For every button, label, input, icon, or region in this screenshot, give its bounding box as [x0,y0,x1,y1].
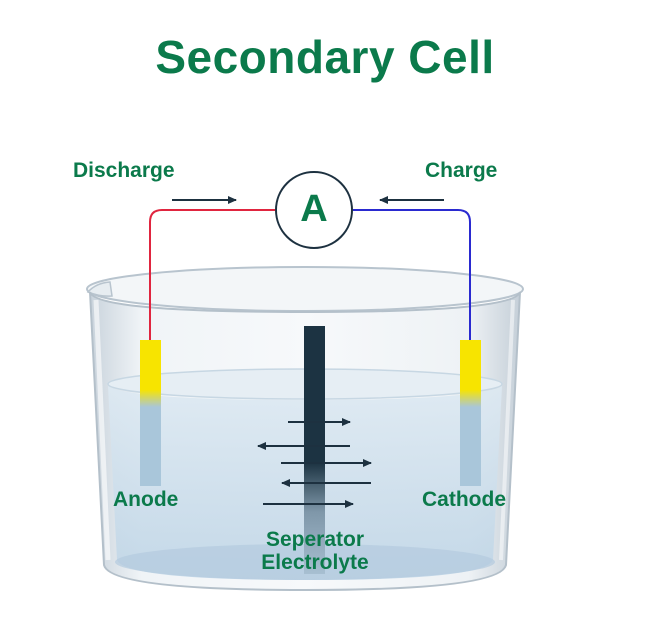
ion-arrows [257,418,372,508]
glass-highlight-right [499,299,515,561]
beaker-spout [86,281,113,297]
cathode-label: Cathode [422,488,506,511]
charge-label: Charge [425,159,498,182]
electrolyte-label: Electrolyte [261,551,369,574]
cathode-electrode [460,340,481,486]
separator-plate [304,326,325,574]
glass-highlight-left [93,299,111,561]
anode-electrode [140,340,161,486]
beaker-rim [86,266,524,312]
separator-label: Seperator [265,528,365,551]
discharge-label: Discharge [73,159,175,182]
page-title: Secondary Cell [155,31,495,83]
wire-anode [149,209,275,340]
wire-cathode [353,209,471,340]
ammeter-circle [275,171,353,249]
anode-label: Anode [113,488,179,511]
ammeter-label: A [300,188,328,230]
